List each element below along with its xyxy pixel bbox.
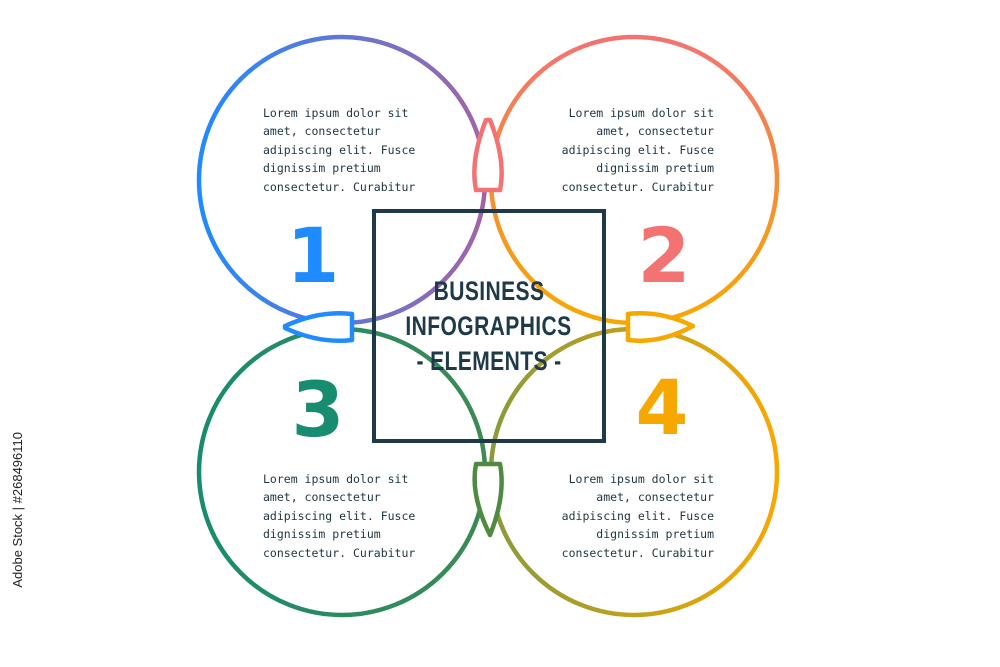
step-3-number: 3	[291, 365, 345, 454]
step-1-number: 1	[286, 211, 340, 300]
title-line-2: INFOGRAPHICS	[405, 310, 573, 341]
step-3-text: Lorem ipsum dolor sit amet, consectetur …	[263, 472, 416, 560]
connector-right	[625, 310, 696, 343]
connector-bottom	[472, 461, 504, 538]
title-line-3: - ELEMENTS -	[416, 345, 562, 376]
stock-watermark: Adobe Stock | #268496110	[10, 432, 25, 588]
center-title-box: BUSINESS INFOGRAPHICS - ELEMENTS -	[372, 209, 606, 443]
step-2-number: 2	[637, 211, 691, 300]
connector-top	[472, 117, 504, 193]
title-line-1: BUSINESS	[433, 275, 545, 306]
step-4-number: 4	[635, 363, 689, 452]
step-4-text: Lorem ipsum dolor sit amet, consectetur …	[561, 472, 714, 560]
step-1-text: Lorem ipsum dolor sit amet, consectetur …	[263, 106, 416, 194]
step-2-text: Lorem ipsum dolor sit amet, consectetur …	[561, 106, 714, 194]
connector-left	[282, 310, 355, 344]
